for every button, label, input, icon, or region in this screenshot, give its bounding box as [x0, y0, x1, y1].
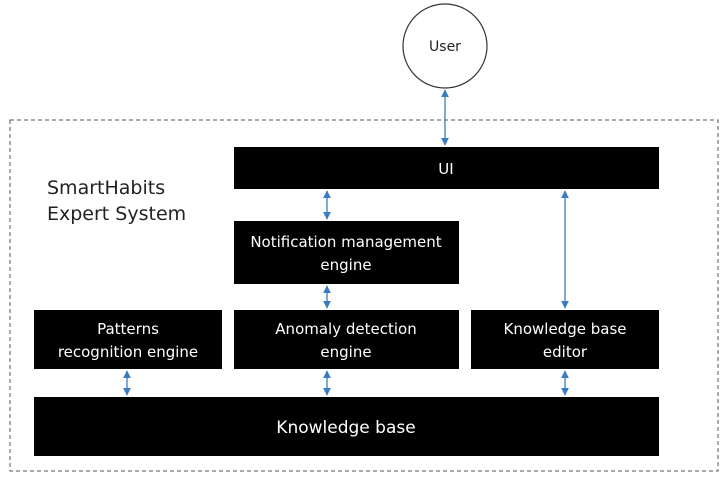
anomaly-engine-label-line2: engine — [320, 343, 371, 361]
user-label: User — [429, 39, 461, 55]
kb-editor-label-line2: editor — [543, 343, 588, 361]
ui-box — [234, 147, 659, 189]
anomaly-engine-label-line1: Anomaly detection — [275, 320, 416, 338]
patterns-engine-label-line1: Patterns — [97, 320, 159, 338]
notification-engine-box — [234, 221, 459, 284]
ui-label: UI — [438, 160, 453, 178]
knowledge-base-label: Knowledge base — [276, 418, 415, 438]
notification-engine-label-line1: Notification management — [250, 233, 441, 251]
patterns-engine-label-line2: recognition engine — [58, 343, 198, 361]
system-title-line2: Expert System — [47, 203, 186, 225]
anomaly-engine-box — [234, 310, 459, 369]
user-node — [402, 3, 488, 89]
notification-engine-label-line2: engine — [320, 256, 371, 274]
system-boundary — [9, 119, 719, 472]
system-title-line1: SmartHabits — [47, 177, 165, 199]
patterns-engine-box — [34, 310, 222, 369]
kb-editor-label-line1: Knowledge base — [504, 320, 627, 338]
kb-editor-box — [471, 310, 659, 369]
knowledge-base-box — [34, 397, 659, 456]
